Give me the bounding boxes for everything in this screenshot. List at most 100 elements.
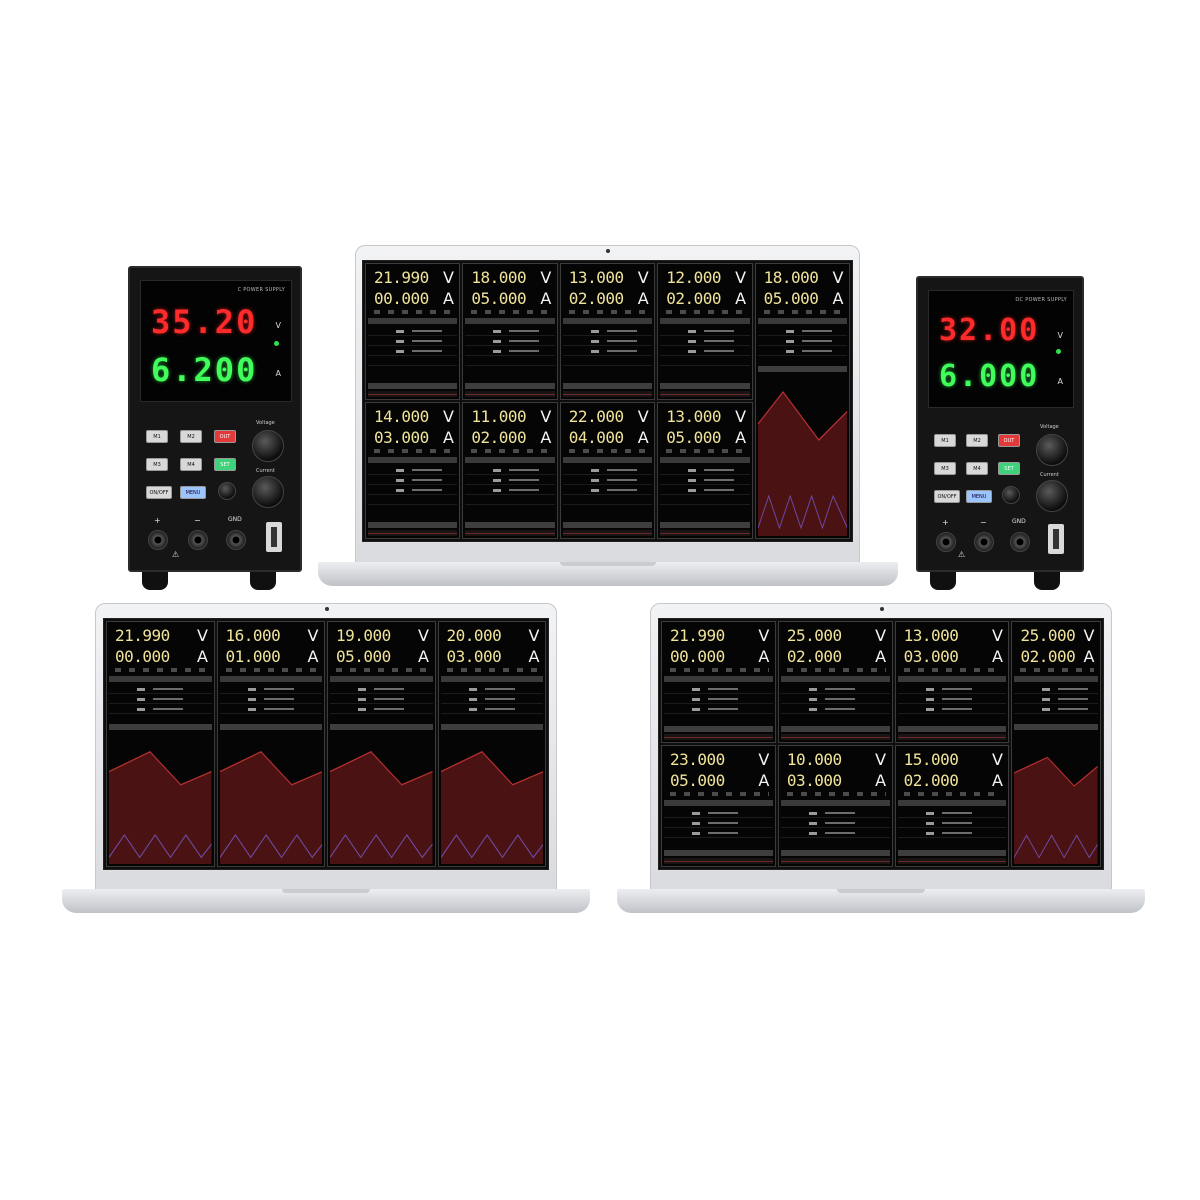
settings-rows[interactable]	[757, 326, 847, 362]
m1-button[interactable]: M1	[146, 430, 168, 443]
encoder-knob[interactable]	[218, 482, 236, 500]
voltage-knob[interactable]	[252, 430, 284, 462]
voltage-knob[interactable]	[1036, 434, 1068, 466]
set-button[interactable]: SET	[998, 462, 1020, 475]
menu-button[interactable]: MENU	[966, 490, 992, 503]
m3-button[interactable]: M3	[934, 462, 956, 475]
psu-voltage-readout: 35.20	[151, 303, 258, 341]
settings-rows[interactable]	[368, 465, 458, 505]
settings-rows[interactable]	[780, 808, 890, 842]
settings-rows[interactable]	[219, 684, 322, 720]
positive-terminal-label: +	[154, 516, 161, 525]
laptop-base	[318, 562, 898, 586]
laptop-notch	[282, 889, 370, 893]
laptop-notch	[560, 562, 656, 566]
output-button[interactable]: OUT	[214, 430, 236, 443]
m2-button[interactable]: M2	[180, 430, 202, 443]
voltage-reading: 25.000	[786, 626, 842, 645]
current-reading: 00.000	[670, 647, 725, 666]
negative-terminal[interactable]	[188, 530, 208, 550]
settings-rows[interactable]	[664, 808, 773, 842]
m4-button[interactable]: M4	[966, 462, 988, 475]
usb-port[interactable]	[1048, 524, 1064, 554]
voltage-reading: 13.000	[568, 268, 624, 287]
negative-terminal[interactable]	[974, 532, 994, 552]
voltage-reading: 21.990	[115, 626, 170, 645]
current-reading: 00.000	[374, 289, 429, 308]
current-knob[interactable]	[252, 476, 284, 508]
power-button[interactable]: ON/OFF	[146, 486, 172, 499]
psu-foot	[142, 572, 168, 590]
psu-amp-unit: A	[1057, 377, 1063, 386]
m3-button[interactable]: M3	[146, 458, 168, 471]
current-knob[interactable]	[1036, 480, 1068, 512]
psu-volt-unit: V	[1057, 331, 1063, 340]
voltage-reading: 18.000	[471, 268, 527, 287]
positive-terminal[interactable]	[148, 530, 168, 550]
ground-terminal-label: GND	[228, 516, 242, 523]
settings-rows[interactable]	[664, 684, 773, 718]
usb-port[interactable]	[266, 522, 282, 552]
trend-chart	[440, 732, 543, 864]
settings-rows[interactable]	[368, 326, 458, 366]
ground-terminal[interactable]	[226, 530, 246, 550]
positive-terminal[interactable]	[936, 532, 956, 552]
set-button[interactable]: SET	[214, 458, 236, 471]
laptop-notch	[837, 889, 925, 893]
m1-button[interactable]: M1	[934, 434, 956, 447]
voltage-reading: 13.000	[666, 407, 721, 426]
settings-rows[interactable]	[660, 465, 750, 505]
settings-rows[interactable]	[897, 684, 1007, 718]
m2-button[interactable]: M2	[966, 434, 988, 447]
output-button[interactable]: OUT	[998, 434, 1020, 447]
settings-rows[interactable]	[440, 684, 543, 720]
settings-rows[interactable]	[562, 465, 653, 505]
settings-rows[interactable]	[660, 326, 750, 366]
psu-amp-unit: A	[275, 369, 281, 378]
current-reading: 05.000	[763, 289, 819, 308]
voltage-reading: 13.000	[903, 626, 959, 645]
settings-rows[interactable]	[780, 684, 890, 718]
m4-button[interactable]: M4	[180, 458, 202, 471]
settings-rows[interactable]	[897, 808, 1007, 842]
psu-foot	[250, 572, 276, 590]
current-reading: 02.000	[903, 771, 959, 790]
menu-button[interactable]: MENU	[180, 486, 206, 499]
settings-rows[interactable]	[465, 326, 555, 366]
current-reading: 05.000	[336, 647, 391, 666]
trend-chart	[330, 732, 433, 864]
encoder-knob[interactable]	[1002, 486, 1020, 504]
ground-terminal[interactable]	[1010, 532, 1030, 552]
psu-volt-unit: V	[275, 321, 281, 330]
voltage-reading: 25.000	[1020, 626, 1076, 645]
power-button[interactable]: ON/OFF	[934, 490, 960, 503]
settings-rows[interactable]	[109, 684, 212, 720]
voltage-reading: 19.000	[336, 626, 391, 645]
settings-rows[interactable]	[330, 684, 433, 720]
settings-rows[interactable]	[562, 326, 653, 366]
settings-rows[interactable]	[1014, 684, 1098, 720]
settings-rows[interactable]	[465, 465, 555, 505]
